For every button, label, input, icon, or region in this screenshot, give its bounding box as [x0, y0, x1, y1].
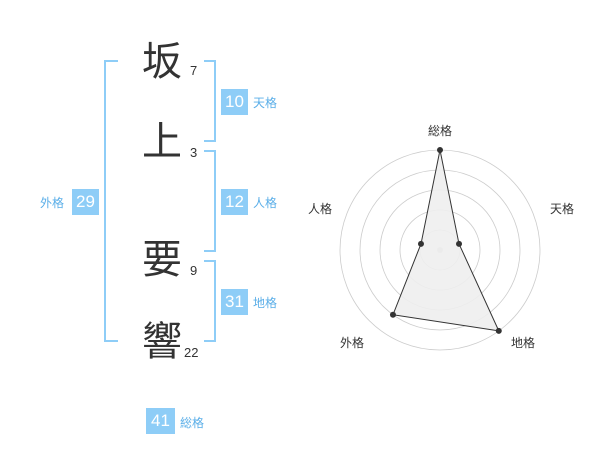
gaikaku-label: 外格: [40, 196, 65, 210]
soukaku-label: 総格: [180, 416, 205, 430]
gaikaku-bracket: [104, 60, 118, 342]
tenkaku-bracket: [204, 60, 216, 142]
radar-point-3: [389, 311, 396, 318]
radar-label-tenkaku: 天格: [550, 202, 575, 216]
stroke-count-4: 22: [184, 345, 199, 360]
name-char-4: 響: [142, 319, 182, 365]
name-char-1: 坂: [142, 39, 182, 85]
name-char-2: 上: [142, 119, 182, 165]
radar-polygon: [392, 149, 500, 332]
radar-point-2: [495, 327, 502, 334]
radar-label-jinkaku: 人格: [308, 202, 333, 216]
radar-point-0: [437, 147, 443, 153]
gaikaku-value-badge: 29: [72, 189, 99, 215]
jinkaku-bracket: [204, 150, 216, 252]
chikaku-value-badge: 31: [221, 289, 248, 315]
jinkaku-value-badge: 12: [221, 189, 248, 215]
chikaku-label: 地格: [253, 296, 278, 310]
stroke-count-2: 3: [190, 145, 198, 160]
radar-points: [389, 147, 502, 334]
chikaku-bracket: [204, 260, 216, 342]
radar-label-chikaku: 地格: [511, 336, 536, 350]
tenkaku-value-badge: 10: [221, 89, 248, 115]
soukaku-value-badge: 41: [146, 408, 175, 434]
name-char-3: 要: [142, 237, 182, 283]
radar-point-4: [417, 240, 424, 247]
stroke-count-3: 9: [190, 263, 198, 278]
stroke-count-1: 7: [190, 63, 198, 78]
jinkaku-label: 人格: [253, 196, 278, 210]
tenkaku-label: 天格: [253, 96, 278, 110]
radar-label-soukaku: 総格: [428, 124, 453, 138]
radar-label-gaikaku: 外格: [340, 336, 365, 350]
radar-point-1: [456, 240, 463, 247]
